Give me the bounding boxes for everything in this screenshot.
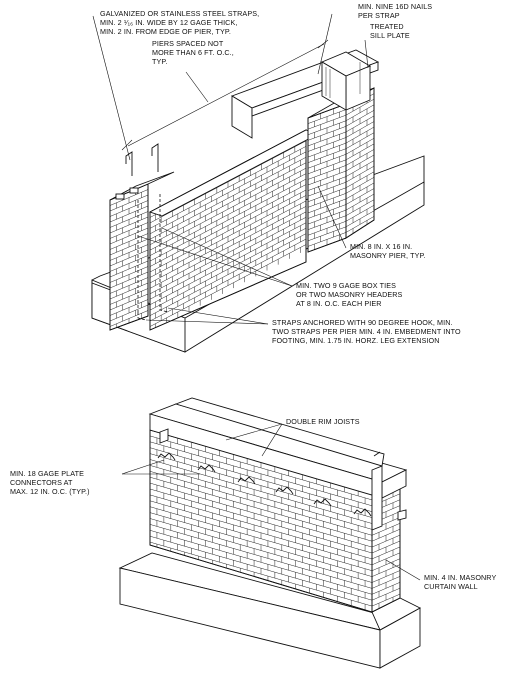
double-rim-joists	[148, 397, 408, 531]
label-nails-line-2: PER STRAP	[358, 11, 400, 20]
label-rim-joists: DOUBLE RIM JOISTS	[286, 417, 360, 426]
label-masonry-pier: MIN. 8 IN. X 16 IN. MASONRY PIER, TYP.	[350, 242, 426, 260]
label-sill-plate-line-2: SILL PLATE	[370, 31, 410, 40]
plate-connector	[353, 508, 372, 517]
label-straps: GALVANIZED OR STAINLESS STEEL STRAPS, MI…	[100, 9, 261, 36]
label-masonry-pier-line-2: MASONRY PIER, TYP.	[350, 251, 426, 260]
brick-course	[346, 115, 374, 133]
label-piers-spaced-line-1: PIERS SPACED NOT	[152, 39, 224, 48]
label-piers-spaced-line-3: TYP.	[152, 57, 167, 66]
steel-straps	[125, 143, 169, 321]
pier-spacing-dimension	[121, 39, 329, 151]
masonry-pier-left	[109, 171, 175, 331]
label-plate-connectors-line-2: CONNECTORS AT	[10, 478, 73, 487]
label-curtain-wall-line-1: MIN. 4 IN. MASONRY	[424, 573, 496, 582]
plate-connector	[275, 486, 294, 495]
plate-connectors	[157, 452, 372, 517]
bottom-leaders	[121, 423, 421, 581]
label-straps-anchored: STRAPS ANCHORED WITH 90 DEGREE HOOK, MIN…	[272, 318, 463, 345]
label-sill-plate-line-1: TREATED	[370, 22, 404, 31]
label-straps-anchored-line-1: STRAPS ANCHORED WITH 90 DEGREE HOOK, MIN…	[272, 318, 453, 327]
label-plate-connectors-line-1: MIN. 18 GAGE PLATE	[10, 469, 84, 478]
label-nails: MIN. NINE 16D NAILS PER STRAP	[358, 2, 434, 20]
label-straps-line-2: MIN. 2 ¹⁄₁₆ IN. WIDE BY 12 GAGE THICK,	[100, 18, 237, 27]
label-straps-line-1: GALVANIZED OR STAINLESS STEEL STRAPS,	[100, 9, 259, 18]
plate-connector	[157, 452, 176, 461]
treated-sill-plate	[230, 49, 380, 139]
top-figure: GALVANIZED OR STAINLESS STEEL STRAPS, MI…	[91, 2, 463, 353]
top-wall-panel	[148, 129, 320, 331]
label-piers-spaced-line-2: MORE THAN 6 FT. O.C.,	[152, 48, 234, 57]
plate-connector	[197, 464, 216, 473]
plate-connector	[237, 476, 256, 485]
label-straps-anchored-line-2: TWO STRAPS PER PIER MIN. 4 IN. EMBEDMENT…	[272, 327, 461, 336]
label-box-ties-line-3: AT 8 IN. O.C. EACH PIER	[296, 299, 382, 308]
label-box-ties-line-2: OR TWO MASONRY HEADERS	[296, 290, 403, 299]
label-sill-plate: TREATED SILL PLATE	[370, 22, 410, 40]
top-leaders	[92, 13, 369, 325]
label-plate-connectors: MIN. 18 GAGE PLATE CONNECTORS AT MAX. 12…	[10, 469, 90, 496]
label-straps-line-3: MIN. 2 IN. FROM EDGE OF PIER, TYP.	[100, 27, 231, 36]
label-rim-joists-line-1: DOUBLE RIM JOISTS	[286, 417, 360, 426]
label-box-ties: MIN. TWO 9 GAGE BOX TIES OR TWO MASONRY …	[296, 281, 405, 308]
label-masonry-pier-line-1: MIN. 8 IN. X 16 IN.	[350, 242, 412, 251]
label-piers-spaced: PIERS SPACED NOT MORE THAN 6 FT. O.C., T…	[152, 39, 236, 66]
brick-course	[150, 453, 372, 518]
label-nails-line-1: MIN. NINE 16D NAILS	[358, 2, 432, 11]
label-curtain-wall: MIN. 4 IN. MASONRY CURTAIN WALL	[424, 573, 498, 591]
label-plate-connectors-line-3: MAX. 12 IN. O.C. (TYP.)	[10, 487, 90, 496]
bottom-figure: DOUBLE RIM JOISTS MIN. 18 GAGE PLATE CON…	[10, 397, 498, 669]
label-box-ties-line-1: MIN. TWO 9 GAGE BOX TIES	[296, 281, 396, 290]
label-straps-anchored-line-3: FOOTING, MIN. 1.75 IN. HORZ. LEG EXTENSI…	[272, 336, 440, 345]
plate-connector	[313, 498, 332, 507]
label-curtain-wall-line-2: CURTAIN WALL	[424, 582, 478, 591]
brick-course	[150, 184, 306, 267]
